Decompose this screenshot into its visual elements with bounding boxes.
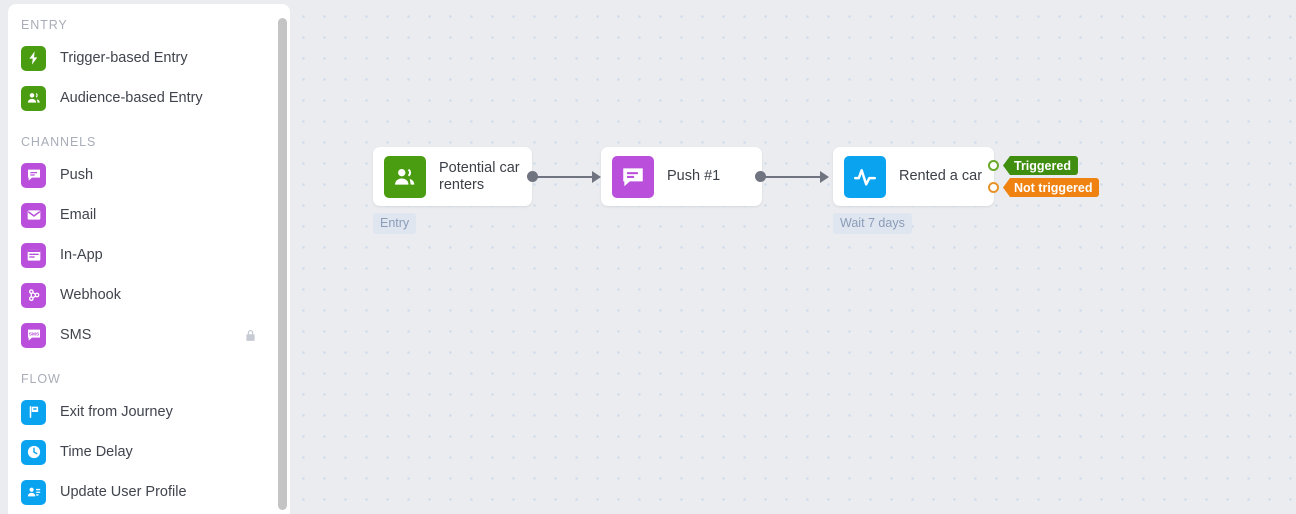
sidebar-scrollbar-track[interactable]: [276, 4, 288, 514]
sidebar-item-time-delay[interactable]: Time Delay: [8, 432, 273, 472]
webhook-nodes-icon: [21, 282, 46, 308]
node-chip-wait: Wait 7 days: [833, 213, 912, 234]
sms-bubble-icon: SMS: [21, 322, 46, 348]
exit-flag-icon: [21, 399, 46, 425]
sidebar-item-label: SMS: [60, 327, 92, 343]
sidebar-item-label: Webhook: [60, 287, 121, 303]
audience-people-icon: [384, 155, 426, 198]
sidebar-item-push[interactable]: Push: [8, 155, 273, 195]
node-title: Push #1: [667, 168, 721, 184]
flow-node-entry[interactable]: Potential car renters: [373, 147, 532, 206]
sidebar-item-label: Email: [60, 207, 97, 223]
component-sidebar: ENTRY Trigger-based Entry Audience-based…: [8, 4, 290, 514]
sidebar-item-exit-from-journey[interactable]: Exit from Journey: [8, 392, 273, 432]
connector-port-out-1[interactable]: [527, 171, 538, 182]
update-user-profile-icon: [21, 479, 46, 505]
connector-arrow-2: [820, 171, 829, 183]
lightning-bolt-icon: [21, 45, 46, 71]
flow-node-rented-a-car[interactable]: Rented a car: [833, 147, 994, 206]
connector-line-1: [537, 176, 595, 178]
sidebar-item-label: Update User Profile: [60, 484, 187, 500]
sidebar-item-email[interactable]: Email: [8, 195, 273, 235]
sidebar-item-label: Trigger-based Entry: [60, 50, 188, 66]
sidebar-section-entry-label: ENTRY: [21, 18, 68, 32]
node-title: Potential car renters: [439, 159, 520, 193]
sidebar-item-label: Time Delay: [60, 444, 133, 460]
sidebar-item-label: Audience-based Entry: [60, 90, 203, 106]
push-chat-bubble-icon: [21, 162, 46, 188]
svg-text:SMS: SMS: [28, 332, 39, 338]
activity-pulse-icon: [844, 155, 886, 198]
lock-icon: [244, 328, 257, 343]
flow-node-push[interactable]: Push #1: [601, 147, 762, 206]
sidebar-scrollbar-thumb[interactable]: [278, 18, 287, 510]
connector-line-2: [765, 176, 823, 178]
sidebar-item-label: In-App: [60, 247, 103, 263]
sidebar-item-webhook[interactable]: Webhook: [8, 275, 273, 315]
branch-badge-not-triggered[interactable]: Not triggered: [1003, 178, 1100, 197]
sidebar-item-in-app[interactable]: In-App: [8, 235, 273, 275]
node-chip-entry: Entry: [373, 213, 417, 234]
sidebar-item-label: Push: [60, 167, 94, 183]
flow-canvas[interactable]: [290, 0, 1296, 514]
sidebar-item-sms[interactable]: SMS SMS: [8, 315, 273, 355]
sidebar-item-trigger-based-entry[interactable]: Trigger-based Entry: [8, 38, 273, 78]
connector-arrow-1: [592, 171, 601, 183]
connector-port-out-2[interactable]: [755, 171, 766, 182]
sidebar-section-flow-label: FLOW: [21, 372, 61, 386]
sidebar-section-channels-label: CHANNELS: [21, 135, 97, 149]
sidebar-item-label: Exit from Journey: [60, 404, 173, 420]
email-envelope-icon: [21, 202, 46, 228]
clock-icon: [21, 439, 46, 465]
sidebar-item-update-user-profile[interactable]: Update User Profile: [8, 472, 273, 512]
audience-people-icon: [21, 85, 46, 111]
branch-port-not-triggered[interactable]: [988, 182, 999, 193]
in-app-window-icon: [21, 242, 46, 268]
branch-badge-triggered[interactable]: Triggered: [1003, 156, 1078, 175]
branch-port-triggered[interactable]: [988, 160, 999, 171]
sidebar-item-audience-based-entry[interactable]: Audience-based Entry: [8, 78, 273, 118]
push-chat-bubble-icon: [612, 155, 654, 198]
node-title: Rented a car: [899, 168, 983, 184]
